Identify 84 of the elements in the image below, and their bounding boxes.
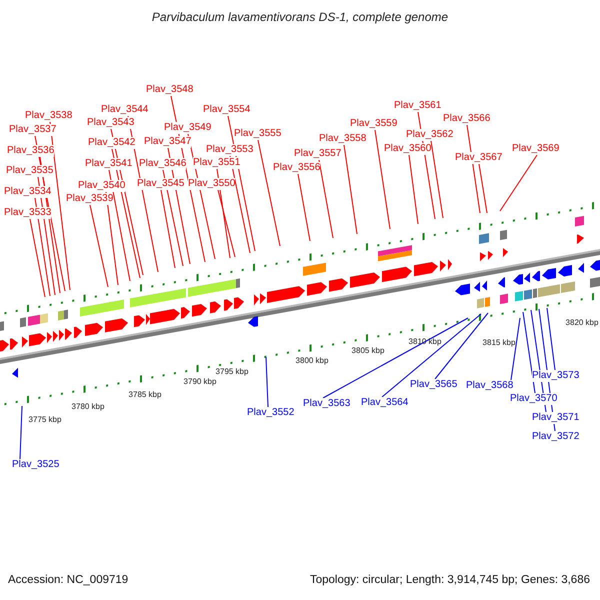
leader-line <box>90 204 108 288</box>
gene-label: Plav_3572 <box>532 431 580 443</box>
gene-label: Plav_3534 <box>4 186 52 198</box>
leader-line <box>30 218 46 298</box>
genome-stats-text: Topology: circular; Length: 3,914,745 bp; Genes: 3,686 <box>310 574 590 586</box>
gene-label: Plav_3570 <box>510 393 558 405</box>
gene-label: Plav_3562 <box>406 129 454 141</box>
leader-line <box>430 140 444 218</box>
leader-line <box>20 406 22 460</box>
leader-line <box>408 154 418 224</box>
gene-label: Plav_3539 <box>66 193 114 205</box>
title: Parvibaculum lavamentivorans DS-1, complete genome <box>150 10 450 24</box>
scale-label: 3815 kbp <box>482 338 516 347</box>
leader-line <box>382 314 482 398</box>
gene-label: Plav_3542 <box>88 137 136 149</box>
gene-label: Plav_3567 <box>455 152 502 164</box>
gene-label: Plav_3541 <box>85 158 132 170</box>
leader-line <box>434 312 488 380</box>
accession-text: Accession: NC_009719 <box>8 574 128 586</box>
gene-label: Plav_3565 <box>410 379 458 391</box>
gene-label: Plav_3545 <box>137 178 184 190</box>
gene-label: Plav_3552 <box>247 407 294 419</box>
gene-label: Plav_3557 <box>294 148 342 160</box>
scale-label: 3810 kbp <box>408 337 442 346</box>
scale-label: 3795 kbp <box>216 367 248 376</box>
leader-line <box>546 308 556 370</box>
leader-line <box>160 190 176 268</box>
gene-label: Plav_3543 <box>87 117 134 129</box>
leader-line <box>34 198 50 296</box>
gene-label: Plav_3559 <box>350 118 398 130</box>
gene-label: Plav_3558 <box>319 133 366 145</box>
leader-line <box>218 190 236 258</box>
leader-line <box>322 318 468 398</box>
gene-label: Plav_3573 <box>532 370 580 382</box>
leader-line <box>478 164 488 214</box>
leader-line <box>298 174 310 242</box>
leader-line <box>500 154 538 212</box>
gene-label: Plav_3547 <box>144 136 192 148</box>
gene-label: Plav_3535 <box>6 165 54 177</box>
gene-label: Plav_3538 <box>25 110 72 122</box>
scale-label: 3775 kbp <box>28 415 62 424</box>
gene-label: Plav_3568 <box>466 380 514 392</box>
gene-label: Plav_3569 <box>512 143 560 155</box>
gene-label: Plav_3560 <box>384 143 432 155</box>
gene-label: Plav_3554 <box>203 104 250 116</box>
gene-label: Plav_3564 <box>361 397 408 409</box>
gene-label: Plav_3537 <box>9 124 56 136</box>
scale-label: 3785 kbp <box>128 390 162 399</box>
gene-label: Plav_3546 <box>139 158 186 170</box>
gene-label: Plav_3555 <box>234 128 282 140</box>
gene-label: Plav_3556 <box>273 162 320 174</box>
leader-line <box>258 140 280 246</box>
leader-line <box>50 122 70 290</box>
gene-label: Plav_3536 <box>7 145 54 157</box>
leader-line <box>162 170 184 266</box>
scale-label: 3805 kbp <box>352 346 384 355</box>
gene-label: Plav_3566 <box>443 113 490 125</box>
gene-label: Plav_3553 <box>206 144 254 156</box>
leader-line <box>106 192 118 286</box>
leader-line <box>374 130 390 230</box>
gene-label: Plav_3544 <box>101 104 148 116</box>
scale-label: 3790 kbp <box>184 377 216 386</box>
leader-line <box>266 356 268 408</box>
gene-label: Plav_3571 <box>532 412 580 424</box>
gene-label: Plav_3551 <box>193 157 240 169</box>
leader-line <box>522 312 536 394</box>
gene-label: Plav_3548 <box>146 84 194 96</box>
leader-line <box>318 160 334 238</box>
gene-label: Plav_3563 <box>303 398 350 410</box>
leader-line <box>230 156 250 254</box>
gene-label: Plav_3549 <box>164 122 212 134</box>
leader-line <box>108 170 130 282</box>
leader-line <box>344 144 358 234</box>
scale-label: 3780 kbp <box>72 402 104 411</box>
gene-label: Plav_3550 <box>188 178 236 190</box>
gene-label: Plav_3533 <box>4 207 52 219</box>
gene-label: Plav_3525 <box>12 459 60 471</box>
leader-line <box>466 124 480 214</box>
leader-line <box>216 168 230 258</box>
gene-label: Plav_3540 <box>78 180 126 192</box>
leader-line <box>510 318 520 380</box>
gene-label: Plav_3561 <box>394 100 442 112</box>
scale-label: 3820 kbp <box>566 318 598 327</box>
scale-label: 3800 kbp <box>296 356 328 365</box>
